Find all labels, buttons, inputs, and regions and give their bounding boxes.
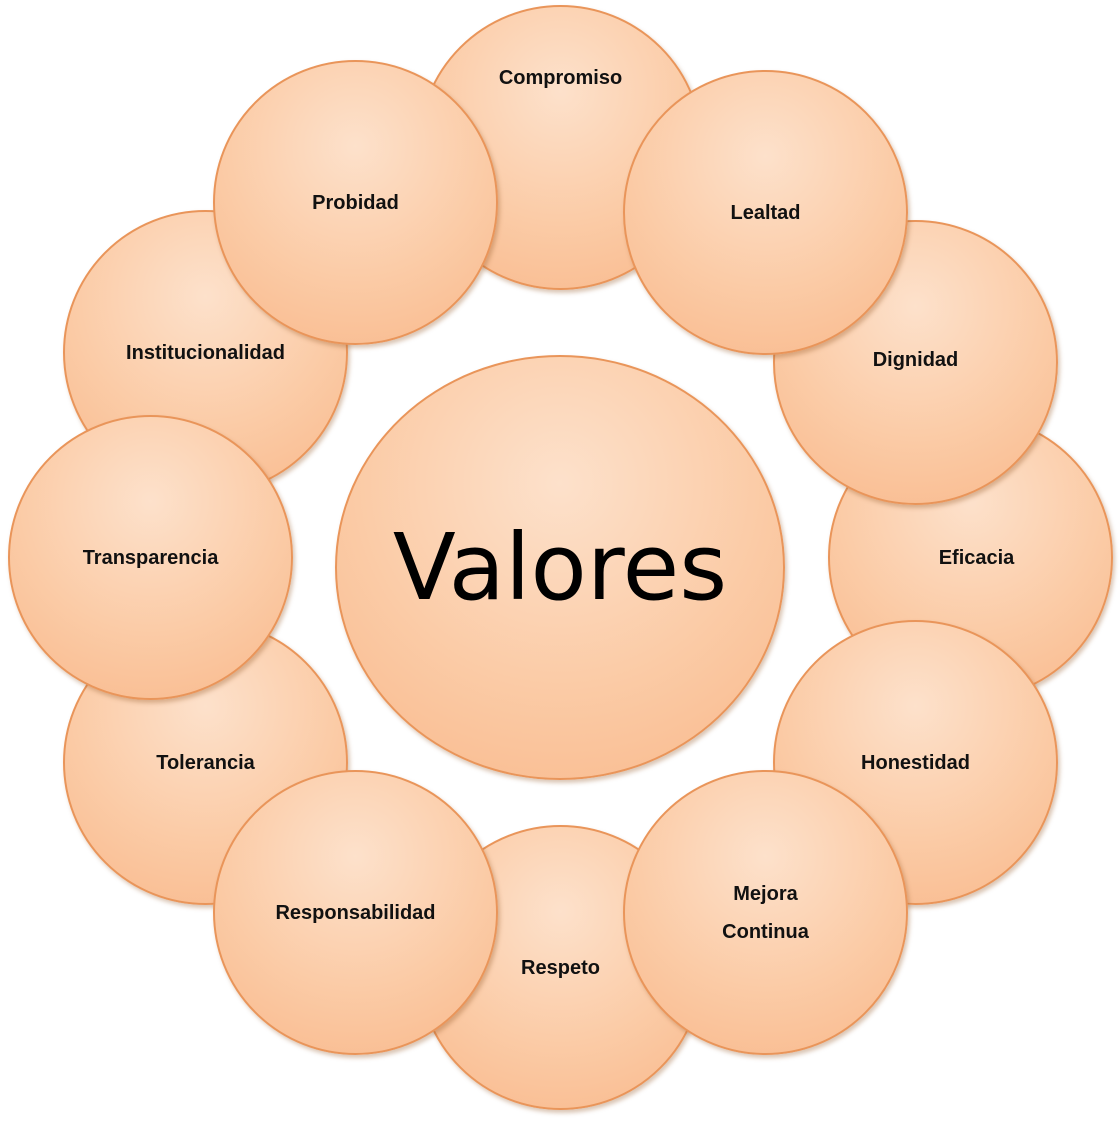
value-label: Lealtad bbox=[730, 201, 801, 224]
value-label: Responsabilidad bbox=[275, 901, 436, 924]
value-label: Transparencia bbox=[82, 546, 219, 569]
value-circle-mejora-continua: Mejora Continua bbox=[623, 770, 908, 1055]
value-label: Compromiso bbox=[498, 66, 623, 89]
center-circle: Valores bbox=[335, 355, 785, 780]
value-label: Honestidad bbox=[861, 751, 970, 774]
value-circle-probidad: Probidad bbox=[213, 60, 498, 345]
value-label: Mejora Continua bbox=[722, 882, 809, 943]
value-label: Tolerancia bbox=[156, 751, 255, 774]
value-label: Eficacia bbox=[938, 546, 1015, 569]
value-label: Respeto bbox=[521, 956, 600, 979]
value-label: Dignidad bbox=[872, 348, 959, 371]
center-title: Valores bbox=[392, 513, 728, 621]
value-label: Probidad bbox=[312, 191, 399, 214]
value-circle-lealtad: Lealtad bbox=[623, 70, 908, 355]
value-label: Institucionalidad bbox=[126, 341, 285, 364]
value-circle-responsabilidad: Responsabilidad bbox=[213, 770, 498, 1055]
value-circle-transparencia: Transparencia bbox=[8, 415, 293, 700]
